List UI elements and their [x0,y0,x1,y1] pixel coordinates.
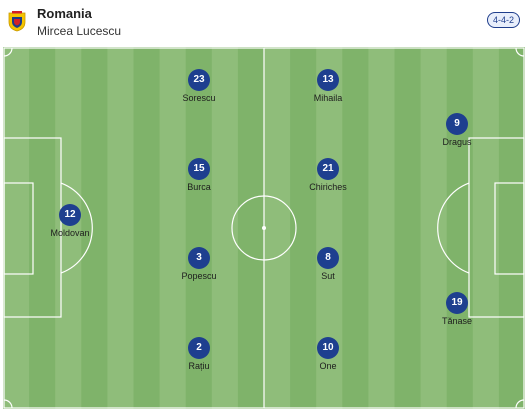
player-number: 8 [317,247,339,269]
corner-arc-top-right [515,47,525,57]
player-dragus[interactable]: 9 Dragus [417,113,497,147]
player-number: 19 [446,292,468,314]
team-name: Romania [37,6,92,21]
pitch-stripe [159,47,187,409]
pitch-stripe [342,47,369,409]
pitch: 12 Moldovan 23 Sorescu 15 Burca 3 Popesc… [3,47,525,409]
player-name: Burca [187,182,211,192]
corner-arc-top-left [3,47,13,57]
pitch-stripe [211,47,239,409]
player-name: Sut [321,271,335,281]
player-number: 10 [317,337,339,359]
left-goal-area [3,182,34,275]
pitch-stripe [420,47,448,409]
player-number: 2 [188,337,210,359]
pitch-stripe [368,47,395,409]
center-circle [231,195,297,261]
player-name: Sorescu [182,93,216,103]
player-name: Dragus [442,137,472,147]
pitch-stripe [133,47,161,409]
player-sut[interactable]: 8 Sut [288,247,368,281]
right-goal-area [494,182,525,275]
player-name: Popescu [181,271,217,281]
player-number: 13 [317,69,339,91]
player-name: Moldovan [50,228,90,238]
player-chiriches[interactable]: 21 Chiriches [288,158,368,192]
player-name: Mihaila [313,93,343,103]
player-number: 3 [188,247,210,269]
player-number: 21 [317,158,339,180]
player-name: Rațiu [188,361,210,371]
pitch-stripe [498,47,525,409]
right-penalty-arc [437,182,470,274]
pitch-stripe [394,47,422,409]
formation-badge[interactable]: 4-4-2 [486,12,520,28]
player-number: 23 [188,69,210,91]
player-popescu[interactable]: 3 Popescu [159,247,239,281]
corner-arc-bottom-right [515,399,525,409]
player-burca[interactable]: 15 Burca [159,158,239,192]
player-tanase[interactable]: 19 Tănase [417,292,497,326]
pitch-stripe [290,47,317,409]
player-name: One [319,361,337,371]
player-name: Tănase [441,316,473,326]
player-moldovan[interactable]: 12 Moldovan [30,204,110,238]
pitch-stripe [107,47,134,409]
pitch-stripe [81,47,108,409]
player-ratiu[interactable]: 2 Rațiu [159,337,239,371]
pitch-stripe [264,47,291,409]
team-header: Romania Mircea Lucescu 4-4-2 [0,0,525,46]
corner-arc-bottom-left [3,399,13,409]
player-number: 15 [188,158,210,180]
pitch-stripe [55,47,82,409]
player-mihaila[interactable]: 13 Mihaila [288,69,368,103]
left-penalty-arc [60,182,93,274]
player-one[interactable]: 10 One [288,337,368,371]
player-name: Chiriches [309,182,347,192]
center-spot [262,226,266,230]
team-crest-icon [8,11,26,32]
player-number: 12 [59,204,81,226]
pitch-stripe [237,47,265,409]
pitch-stripe [3,47,30,409]
player-sorescu[interactable]: 23 Sorescu [159,69,239,103]
coach-name: Mircea Lucescu [37,24,122,38]
player-number: 9 [446,113,468,135]
